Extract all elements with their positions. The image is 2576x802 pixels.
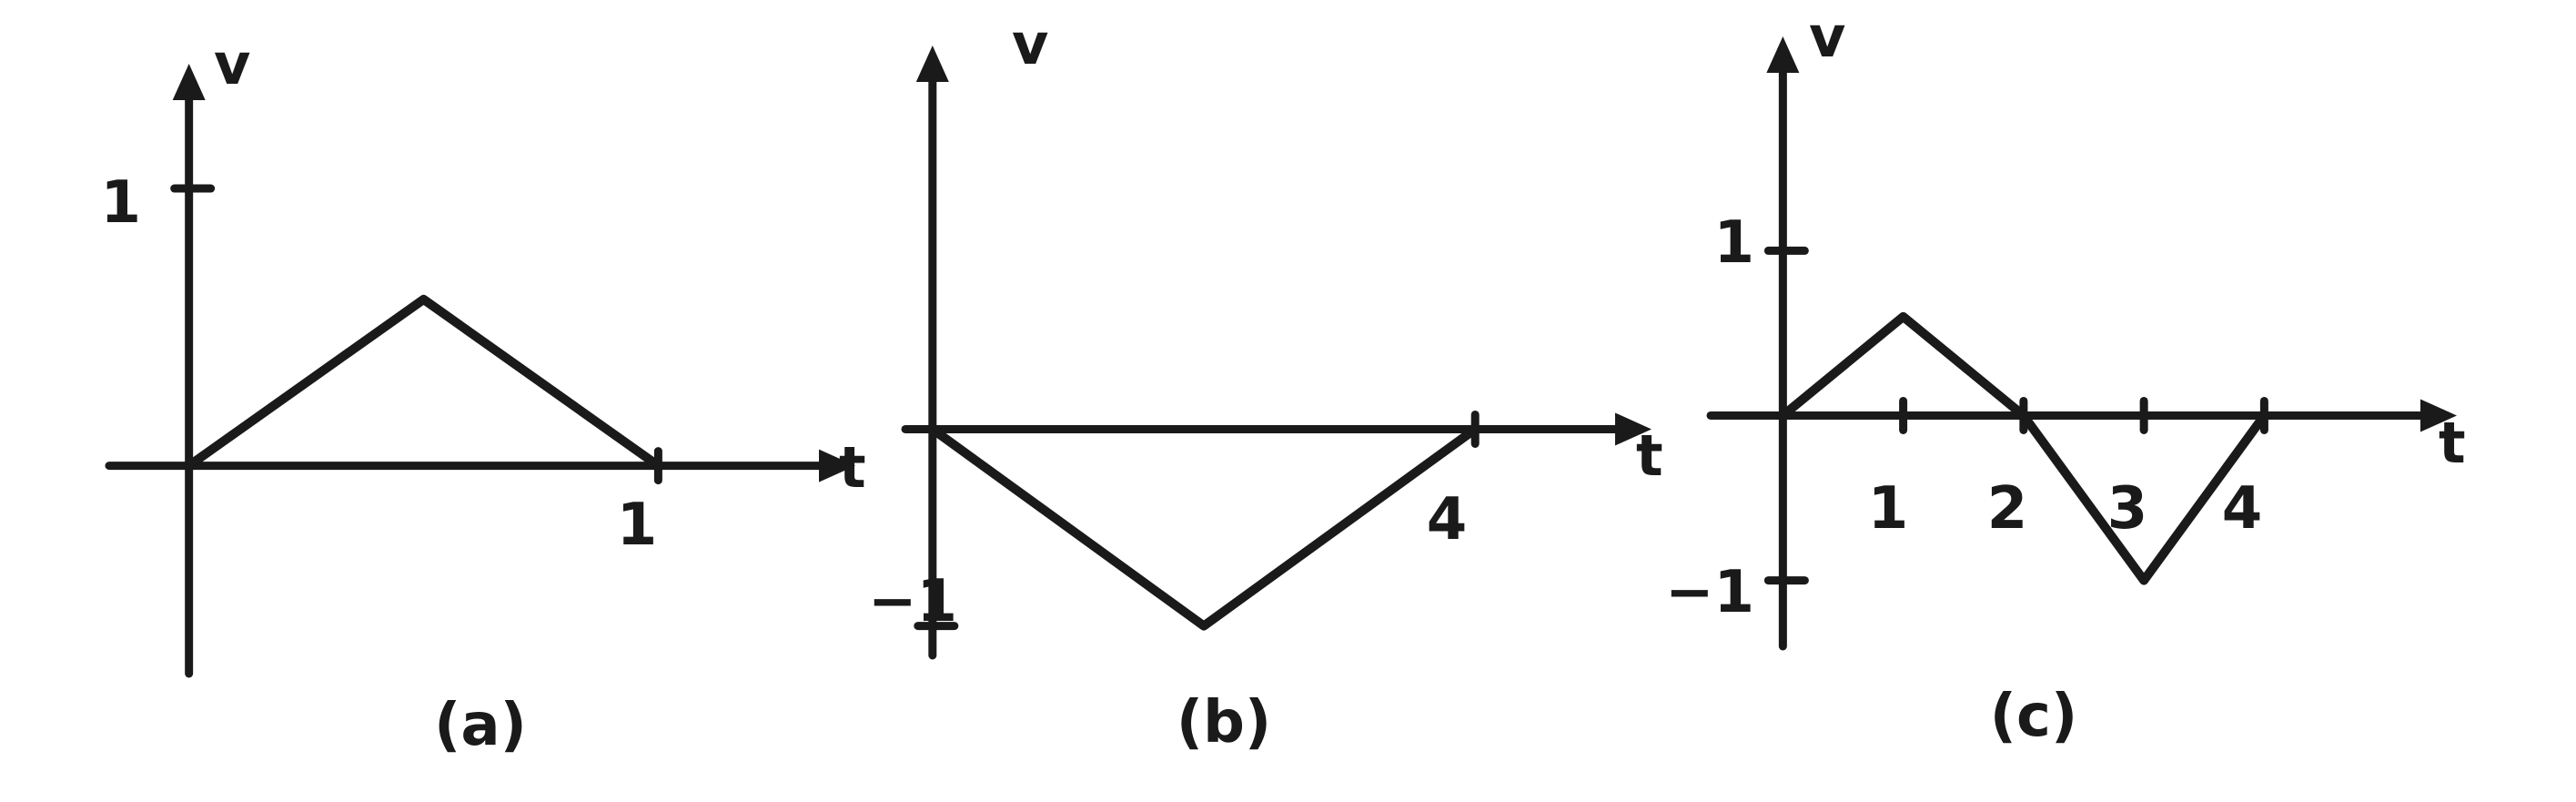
panel-a-x-axis-arrow <box>819 449 855 482</box>
panel-c: v t 1 2 3 4 1 −1 (c) <box>1665 4 2466 750</box>
panel-c-y-axis-arrow <box>1766 36 1800 73</box>
panel-a-ticks <box>170 184 662 485</box>
panel-c-caption: (c) <box>1990 683 2077 750</box>
panel-b-x-tick-label-4: 4 <box>1427 486 1468 553</box>
panel-a-x-axis-label: t <box>839 434 866 501</box>
panel-a: v t 1 1 (a) <box>100 31 865 759</box>
panel-c-y-tick-label-neg1: −1 <box>1665 559 1754 626</box>
panel-a-y-axis-label: v <box>214 31 250 97</box>
panel-c-y-tick-label-1: 1 <box>1713 209 1754 277</box>
panel-c-x-tick-label-2: 2 <box>1987 475 2028 543</box>
panel-c-series <box>1778 311 2269 585</box>
panel-b-x-axis-label: t <box>1636 422 1663 489</box>
panel-c-x-axis-arrow <box>2420 399 2457 432</box>
panel-c-axes <box>1706 36 2457 651</box>
panel-a-y-tick-label-1: 1 <box>100 169 141 237</box>
panel-a-x-tick-label-1: 1 <box>617 492 658 559</box>
panel-c-x-axis-label: t <box>2439 410 2466 476</box>
panel-b-series <box>927 424 1480 631</box>
panel-c-velocity-curve <box>1778 311 2269 585</box>
panel-b-y-axis-arrow <box>915 46 949 82</box>
panel-b-ticks <box>914 410 1480 631</box>
panel-b-x-axis-arrow <box>1615 412 1652 446</box>
panel-b-caption: (b) <box>1177 689 1271 756</box>
panel-b-velocity-curve <box>927 424 1480 631</box>
panel-c-x-tick-label-4: 4 <box>2222 475 2263 543</box>
panel-a-y-axis-arrow <box>172 64 206 100</box>
panel-c-y-axis-label: v <box>1809 4 1845 70</box>
panel-a-velocity-curve <box>184 294 663 471</box>
panel-a-series <box>184 294 663 471</box>
panel-a-axes <box>105 64 855 678</box>
panel-b-y-axis-label: v <box>1012 11 1048 77</box>
panel-c-x-tick-label-3: 3 <box>2107 475 2148 543</box>
panel-a-caption: (a) <box>434 692 527 759</box>
panel-b-y-tick-label-neg1: −1 <box>868 568 957 635</box>
panel-c-x-tick-label-1: 1 <box>1868 475 1909 543</box>
panel-b-axes <box>901 46 1652 660</box>
panel-b: v t 4 −1 (b) <box>868 11 1663 756</box>
